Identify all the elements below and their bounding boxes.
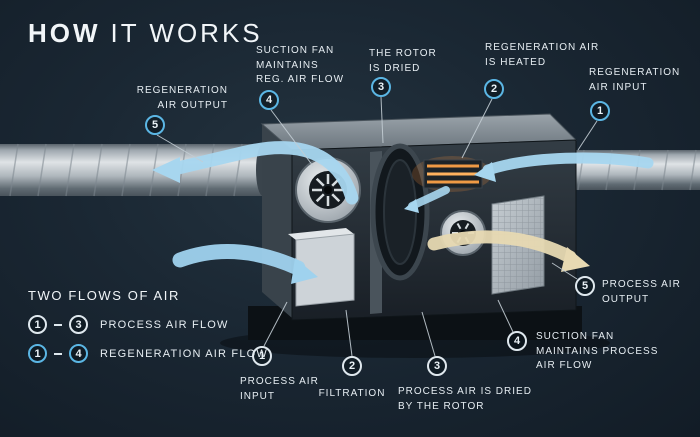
process-output-arrow [427,230,590,272]
callout-badge-3-rotor-dried: 3 [371,77,391,97]
callout-badge-4-suction-fan-process: 4 [507,331,527,351]
heater [412,156,492,192]
callout-connectors [156,96,598,357]
callout-badge-4-suction-fan-reg: 4 [259,90,279,110]
legend-dash [54,352,62,355]
legend-dash [54,323,62,326]
page-title: HOW IT WORKS [28,18,263,49]
rotor [370,143,430,281]
intake-box [288,228,355,307]
label-suction-fan-process: SUCTION FAN MAINTAINS PROCESS AIR FLOW [536,331,659,371]
callout-badge-2-air-heated: 2 [484,79,504,99]
callout-badge-5-process-output: 5 [575,276,595,296]
legend: TWO FLOWS OF AIR 1 3 PROCESS AIR FLOW 1 … [28,288,268,373]
label-regeneration-air-input: REGENERATION AIR INPUT [589,67,681,93]
legend-row-process: 1 3 PROCESS AIR FLOW [28,315,268,334]
legend-badge-process-from: 1 [28,315,47,334]
label-filtration: FILTRATION [318,388,386,399]
callout-badge-2-filtration: 2 [342,356,362,376]
callout-badge-1-regeneration-input: 1 [590,101,610,121]
title-bold: HOW [28,18,101,48]
legend-badge-regeneration-from: 1 [28,344,47,363]
regeneration-output-arrow [152,141,359,205]
legend-badge-regeneration-to: 4 [69,344,88,363]
callout-badge-3-process-dried: 3 [427,356,447,376]
legend-row-regeneration: 1 4 REGENERATION AIR FLOW [28,344,268,363]
airflow-arrows [152,141,654,284]
label-process-air-dried: PROCESS AIR IS DRIED BY THE ROTOR [398,386,532,412]
label-regeneration-air-heated: REGENERATION AIR IS HEATED [485,42,600,68]
label-process-air-input: PROCESS AIR INPUT [240,376,319,402]
legend-badge-process-to: 3 [69,315,88,334]
title-light: IT WORKS [110,18,263,48]
regeneration-input-arrow [474,152,654,182]
label-regeneration-air-output: REGENERATION AIR OUTPUT [136,85,228,111]
label-rotor-dried: THE ROTOR IS DRIED [369,48,437,74]
legend-label-regeneration: REGENERATION AIR FLOW [100,347,269,360]
legend-label-process: PROCESS AIR FLOW [100,318,229,331]
legend-title: TWO FLOWS OF AIR [28,288,180,303]
label-suction-fan-reg: SUCTION FAN MAINTAINS REG. AIR FLOW [256,45,345,85]
callout-badge-5-regeneration-output: 5 [145,115,165,135]
callout-badge-1-process-input: 1 [252,346,272,366]
label-process-air-output: PROCESS AIR OUTPUT [602,279,681,305]
process-input-arrow [172,244,318,284]
rotor-drying-arrow [404,186,450,213]
